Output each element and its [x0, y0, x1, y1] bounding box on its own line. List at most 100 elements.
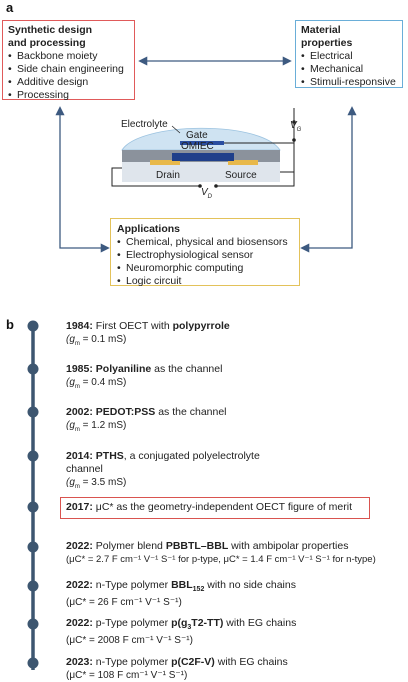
entry-gm: (g: [66, 334, 75, 345]
material-properties-box: Material properties Electrical Mechanica…: [295, 20, 403, 89]
entry-year: 2014:: [66, 450, 93, 462]
vd-terminal-left: [198, 184, 202, 188]
entry-year: 2022:: [66, 617, 93, 629]
material-item: Electrical: [301, 50, 402, 63]
applications-title: Applications: [117, 223, 181, 235]
entry-text-2: with ambipolar properties: [228, 540, 349, 552]
entry-text-2: with EG chains: [214, 656, 288, 668]
applications-item: Chemical, physical and biosensors: [117, 236, 299, 249]
entry-text-2: as the channel: [151, 363, 223, 375]
substrate: [122, 162, 280, 182]
synthetic-item: Backbone moiety: [8, 50, 134, 63]
timeline-entry-1985: 1985: Polyaniline as the channel (gm = 0…: [66, 363, 222, 394]
timeline-dot: [27, 450, 39, 462]
entry-muc: (μC* = 26 F cm⁻¹ V⁻¹ S⁻¹): [66, 597, 182, 609]
synthetic-title-1: Synthetic design: [8, 24, 93, 36]
entry-gm-sub: m: [74, 427, 80, 433]
entry-text-2: , a conjugated polyelectrolyte: [123, 450, 260, 462]
panel-b-letter: b: [6, 317, 14, 332]
electrolyte-dome: [121, 127, 281, 151]
entry-gm-value: = 0.1 mS): [79, 334, 127, 345]
entry-text-2: with no side chains: [204, 579, 296, 591]
entry-material: PTHS: [95, 450, 124, 462]
entry-material: Polyaniline: [95, 363, 152, 375]
entry-text: μC* as the geometry-independent OECT fig…: [92, 501, 353, 513]
entry-gm-sub: m: [74, 384, 80, 390]
panel-a-connectors: [55, 56, 357, 253]
entry-material: p(g: [171, 617, 188, 629]
vg-terminal-bottom: [292, 138, 296, 142]
entry-material: BBL: [171, 579, 193, 591]
entry-material-sub: 3: [187, 624, 192, 632]
vd-sub: D: [207, 194, 213, 200]
source-label: Source: [225, 170, 257, 181]
timeline-entry-2002: 2002: PEDOT:PSS as the channel (gm = 1.2…: [66, 406, 227, 437]
timeline-entry-2022-bbl: 2022: n-Type polymer BBL152 with no side…: [66, 579, 296, 609]
entry-material: PEDOT:PSS: [95, 406, 156, 418]
timeline-entry-2022-blend: 2022: Polymer blend PBBTL–BBL with ambip…: [66, 540, 376, 566]
entry-text: n-Type polymer: [92, 656, 172, 668]
entry-gm-sub: m: [74, 484, 80, 490]
entry-gm-value: = 1.2 mS): [79, 420, 127, 431]
gate-label: Gate: [186, 130, 208, 141]
applications-box: Applications Chemical, physical and bios…: [110, 218, 300, 288]
entry-year: 1985:: [66, 363, 93, 375]
gate-electrode: [180, 141, 224, 145]
oect-device-diagram: [111, 108, 296, 188]
arrow-material-applications: [300, 106, 357, 253]
entry-material: polypyrrole: [172, 320, 230, 332]
drain-contact: [150, 160, 180, 165]
entry-text-2: with EG chains: [223, 617, 297, 629]
entry-text: n-Type polymer: [92, 579, 172, 591]
entry-material-sub: 152: [192, 586, 205, 594]
material-item: Stimuli-responsive: [301, 76, 402, 89]
timeline-dot: [27, 541, 39, 553]
entry-year: 2022:: [66, 579, 93, 591]
vg-label: VG: [290, 120, 301, 133]
material-title-2: properties: [301, 37, 353, 49]
entry-text: Polymer blend: [92, 540, 166, 552]
entry-gm: (g: [66, 377, 75, 388]
vd-main: V: [201, 187, 208, 198]
entry-gm-value: = 3.5 mS): [79, 477, 127, 488]
timeline-entry-2022-pg3t2: 2022: p-Type polymer p(g3T2-TT) with EG …: [66, 617, 296, 647]
timeline-entry-2017: 2017: μC* as the geometry-independent OE…: [66, 501, 352, 514]
entry-muc: (μC* = 2.7 F cm⁻¹ V⁻¹ S⁻¹ for p-type, μC…: [66, 554, 376, 565]
entry-gm: (g: [66, 420, 75, 431]
entry-gm-sub: m: [74, 341, 80, 347]
timeline-dot: [27, 657, 39, 669]
timeline-dot: [27, 618, 39, 630]
panel-a-letter: a: [6, 0, 14, 15]
entry-gm: (g: [66, 477, 75, 488]
applications-item: Electrophysiological sensor: [117, 249, 299, 262]
timeline-dots: [27, 320, 39, 669]
vd-wire-right: [216, 172, 295, 187]
entry-muc: (μC* = 108 F cm⁻¹ V⁻¹ S⁻¹): [66, 670, 188, 681]
timeline-dot: [27, 501, 39, 513]
timeline-dot: [27, 406, 39, 418]
entry-muc: (μC* = 2008 F cm⁻¹ V⁻¹ S⁻¹): [66, 635, 193, 647]
arrow-synthetic-applications: [55, 106, 110, 253]
entry-text: p-Type polymer: [92, 617, 172, 629]
timeline-entry-2014: 2014: PTHS, a conjugated polyelectrolyte…: [66, 450, 260, 494]
electrolyte-leader: [171, 125, 181, 134]
source-contact: [228, 160, 258, 165]
vg-wire-down: [280, 140, 295, 173]
entry-year: 2023:: [66, 656, 93, 668]
electrolyte-label: Electrolyte: [121, 119, 168, 130]
material-item: Mechanical: [301, 63, 402, 76]
synthetic-item: Additive design: [8, 76, 134, 89]
synthetic-title-2: and processing: [8, 37, 86, 49]
entry-text: First OECT with: [92, 320, 173, 332]
synthetic-item: Processing: [8, 89, 134, 102]
entry-year: 2022:: [66, 540, 93, 552]
timeline-dot: [27, 320, 39, 332]
synthetic-item: Side chain engineering: [8, 63, 134, 76]
highlight-frame-2017: [60, 497, 370, 519]
vd-wire: [111, 167, 200, 187]
entry-material: p(C2F-V): [171, 656, 215, 668]
timeline-axis: [27, 320, 39, 670]
entry-year: 1984:: [66, 320, 93, 332]
timeline-entry-1984: 1984: First OECT with polypyrrole (gm = …: [66, 320, 230, 351]
timeline-dot: [27, 580, 39, 592]
